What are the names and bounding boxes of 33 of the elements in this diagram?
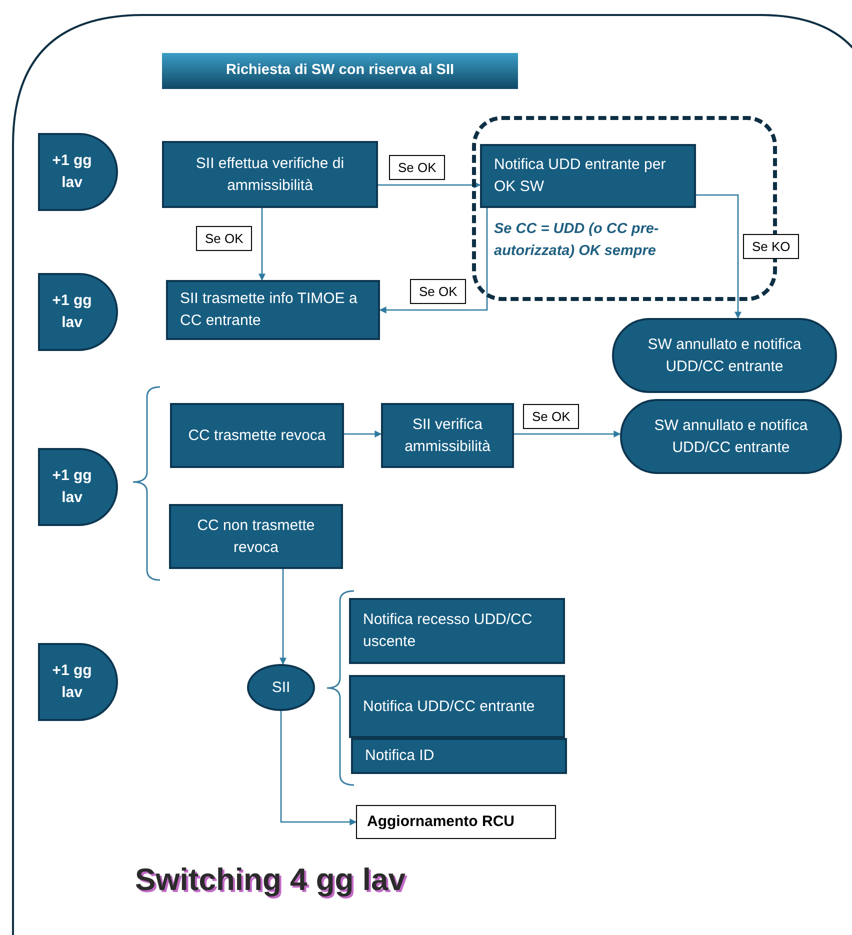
- terminal-shape: SW annullato e notifica UDD/CC entrante: [620, 399, 842, 474]
- delay-shape: +1 gg lav: [38, 448, 118, 526]
- process-box: SII trasmette info TIMOE a CC entrante: [166, 280, 380, 340]
- arrow: [280, 711, 357, 826]
- terminal-shape: SW annullato e notifica UDD/CC entrante: [612, 318, 837, 393]
- process-box: Notifica UDD entrante per OK SW: [480, 144, 696, 208]
- arrow: [280, 569, 286, 665]
- arrow: [379, 208, 488, 314]
- process-box: Notifica UDD/CC entrante: [349, 675, 565, 738]
- edge-label: Se OK: [196, 226, 252, 251]
- arrow: [514, 430, 621, 438]
- process-box: Aggiornamento RCU: [356, 805, 556, 839]
- process-box: CC trasmette revoca: [170, 403, 344, 468]
- condition-note: Se CC = UDD (o CC pre-autorizzata) OK sempre: [494, 220, 660, 262]
- arrow: [696, 194, 742, 319]
- process-box: SII effettua verifiche di ammissibilità: [162, 141, 378, 208]
- edge-label: Se OK: [523, 404, 580, 429]
- ellipse-node: SII: [247, 664, 315, 711]
- edge-label: Se KO: [743, 234, 800, 259]
- diagram-title: Switching 4 gg lav: [135, 862, 406, 898]
- edge-label: Se OK: [410, 279, 466, 304]
- process-box: Notifica recesso UDD/CC uscente: [349, 598, 565, 664]
- edge-label: Se OK: [389, 155, 446, 180]
- process-box: SII verifica ammissibilità: [381, 403, 514, 468]
- arrow: [344, 430, 382, 438]
- delay-shape: +1 gg lav: [38, 133, 118, 211]
- title-banner: Richiesta di SW con riserva al SII: [162, 53, 518, 89]
- delay-shape: +1 gg lav: [38, 643, 118, 721]
- delay-shape: +1 gg lav: [38, 273, 118, 351]
- arrow: [258, 208, 266, 281]
- process-box: CC non trasmette revoca: [169, 504, 343, 569]
- process-box: Notifica ID: [351, 738, 567, 774]
- arrow: [378, 182, 481, 188]
